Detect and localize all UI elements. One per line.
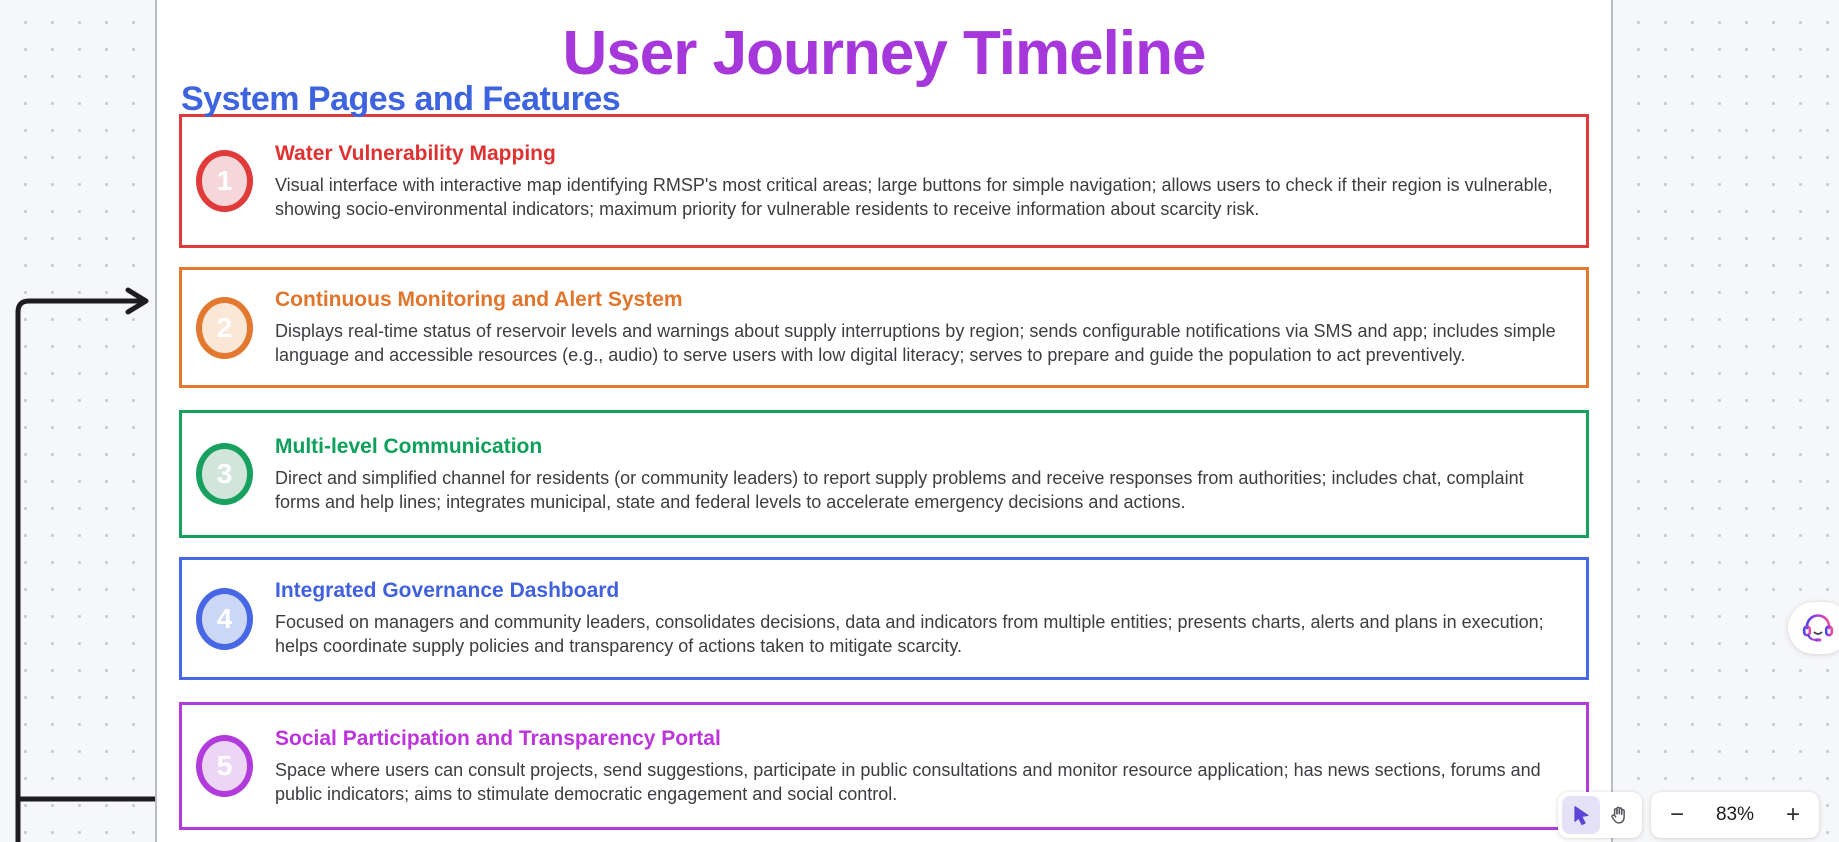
feature-box-governance-dashboard[interactable]: 4 Integrated Governance Dashboard Focuse… [179, 557, 1589, 680]
canvas-background-right [1613, 0, 1839, 842]
view-toolbar: − 83% + [1558, 792, 1819, 838]
zoom-level[interactable]: 83% [1715, 804, 1755, 825]
select-tool-button[interactable] [1562, 796, 1600, 834]
feature-box-water-vulnerability-mapping[interactable]: 1 Water Vulnerability Mapping Visual int… [179, 114, 1589, 248]
tool-select-group [1558, 792, 1642, 838]
step-number-badge: 4 [196, 587, 253, 650]
zoom-out-button[interactable]: − [1655, 796, 1699, 834]
step-number-badge: 2 [196, 296, 253, 359]
canvas-background-left [0, 0, 155, 842]
feature-title: Social Participation and Transparency Po… [275, 726, 721, 750]
step-number-badge: 1 [196, 150, 253, 212]
feature-description: Displays real-time status of reservoir l… [275, 321, 1556, 365]
feature-title: Integrated Governance Dashboard [275, 579, 620, 602]
zoom-in-button[interactable]: + [1771, 796, 1815, 834]
support-button[interactable] [1788, 602, 1839, 654]
step-number-badge: 5 [196, 735, 253, 797]
feature-title: Water Vulnerability Mapping [275, 141, 556, 165]
feature-description: Visual interface with interactive map id… [275, 174, 1553, 219]
headset-icon [1802, 614, 1834, 642]
feature-description: Space where users can consult projects, … [275, 759, 1541, 804]
feature-title: Multi-level Communication [275, 434, 543, 458]
feature-description: Focused on managers and community leader… [275, 612, 1544, 656]
feature-box-continuous-monitoring[interactable]: 2 Continuous Monitoring and Alert System… [179, 267, 1589, 388]
page-title[interactable]: User Journey Timeline [562, 19, 1207, 88]
step-number-badge: 3 [196, 443, 253, 505]
hand-icon [1611, 806, 1625, 824]
plus-icon: + [1785, 801, 1800, 828]
feature-description: Direct and simplified channel for reside… [275, 467, 1524, 512]
feature-title: Continuous Monitoring and Alert System [275, 288, 683, 311]
feature-box-participation-portal[interactable]: 5 Social Participation and Transparency … [179, 702, 1589, 830]
minus-icon: − [1669, 801, 1684, 828]
pan-tool-button[interactable] [1600, 796, 1638, 834]
feature-box-multilevel-communication[interactable]: 3 Multi-level Communication Direct and s… [179, 410, 1589, 538]
canvas-page: User Journey Timeline System Pages and F… [155, 0, 1613, 842]
zoom-control-group: − 83% + [1651, 792, 1819, 838]
section-heading[interactable]: System Pages and Features [181, 80, 621, 118]
cursor-icon [1574, 806, 1589, 826]
